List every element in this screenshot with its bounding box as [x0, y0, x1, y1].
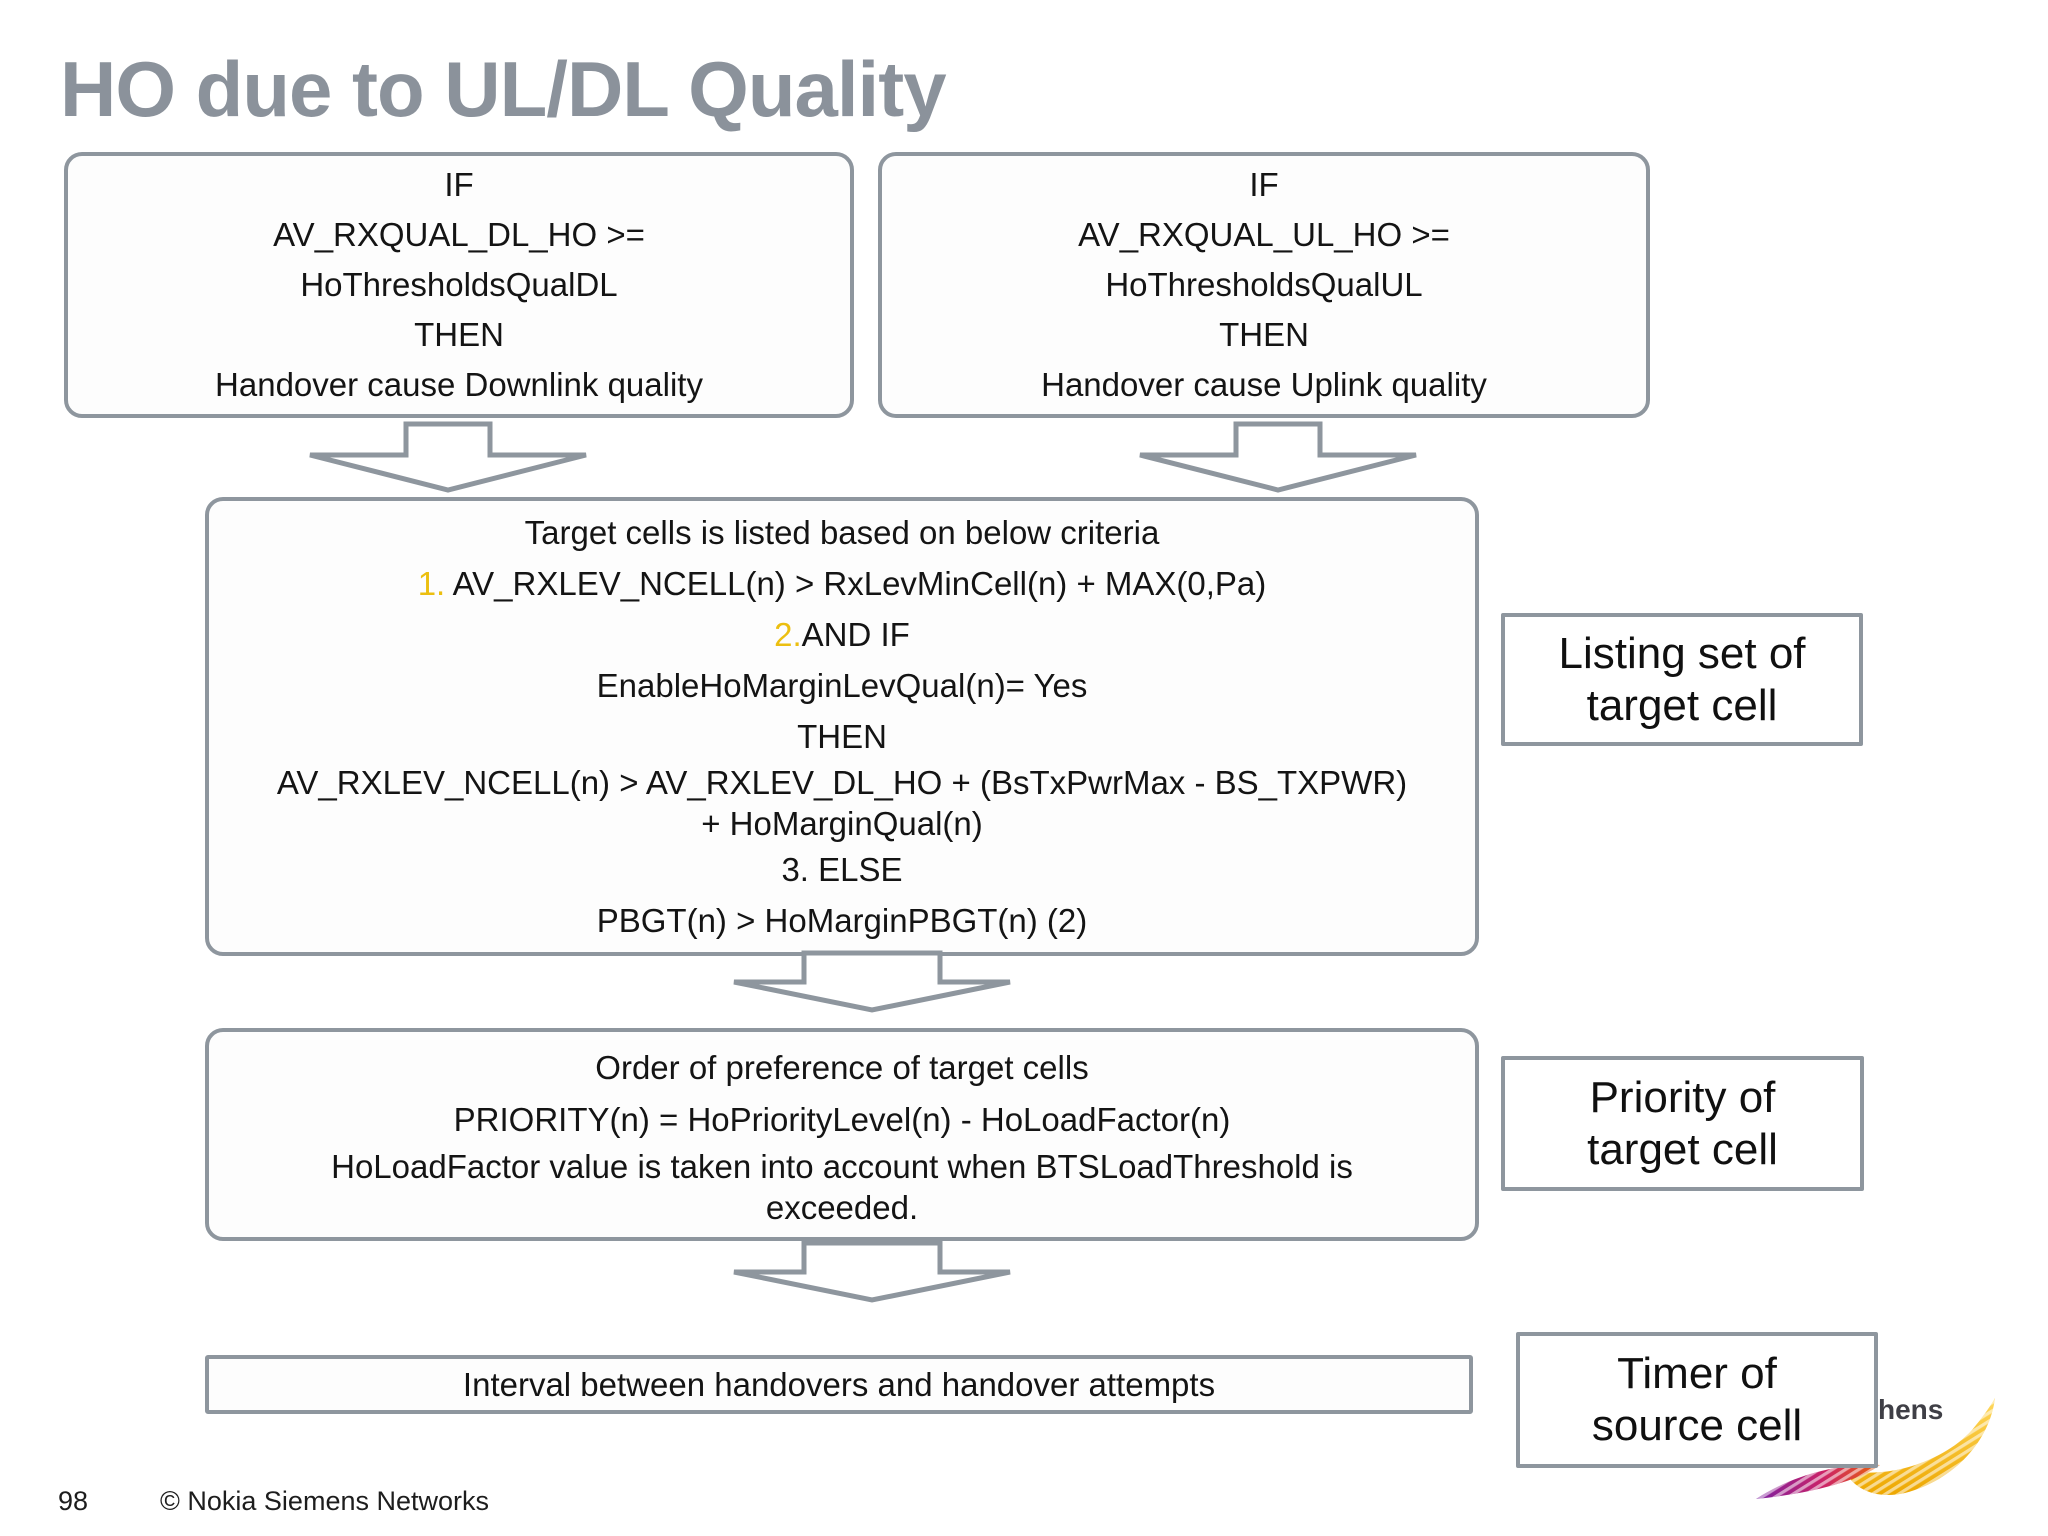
timer-label-box: Timer of source cell [1516, 1332, 1878, 1468]
ul-line: HoThresholdsQualUL [1105, 266, 1423, 303]
dl-condition-box: IF AV_RXQUAL_DL_HO >= HoThresholdsQualDL… [64, 152, 854, 418]
dl-line: AV_RXQUAL_DL_HO >= [273, 216, 645, 253]
down-arrow-icon [309, 421, 587, 493]
dl-line: IF [444, 166, 474, 203]
listing-header: Target cells is listed based on below cr… [524, 514, 1160, 551]
listing-item-1: 1. AV_RXLEV_NCELL(n) > RxLevMinCell(n) +… [417, 565, 1267, 602]
item-number: 2. [774, 616, 802, 653]
listing-condition: EnableHoMarginLevQual(n)= Yes [596, 667, 1088, 704]
priority-formula: PRIORITY(n) = HoPriorityLevel(n) - HoLoa… [453, 1100, 1231, 1138]
interval-text: Interval between handovers and handover … [462, 1365, 1216, 1403]
priority-label-box: Priority of target cell [1501, 1056, 1864, 1191]
listing-formula: AV_RXLEV_NCELL(n) > AV_RXLEV_DL_HO + (Bs… [276, 764, 1408, 842]
down-arrow-icon [1139, 421, 1417, 493]
ul-line: Handover cause Uplink quality [1041, 366, 1487, 403]
priority-box: Order of preference of target cells PRIO… [205, 1028, 1479, 1241]
interval-box: Interval between handovers and handover … [205, 1355, 1473, 1414]
priority-note: HoLoadFactor value is taken into account… [331, 1147, 1353, 1226]
copyright: © Nokia Siemens Networks [160, 1486, 489, 1516]
down-arrow-icon [733, 950, 1011, 1013]
nsn-logo-swoosh [1756, 1398, 1995, 1499]
listing-item-2: 2.AND IF [774, 616, 910, 653]
page-number: 98 [58, 1486, 89, 1516]
ul-line: AV_RXQUAL_UL_HO >= [1078, 216, 1450, 253]
dl-line: Handover cause Downlink quality [215, 366, 703, 403]
dl-line: HoThresholdsQualDL [300, 266, 618, 303]
ul-line: THEN [1219, 316, 1309, 353]
item-number: 1. [417, 565, 446, 602]
dl-line: THEN [414, 316, 504, 353]
ul-line: IF [1249, 166, 1279, 203]
down-arrow-icon [733, 1240, 1011, 1303]
listing-item-3: 3. ELSE [781, 851, 903, 888]
listing-else-rule: PBGT(n) > HoMarginPBGT(n) (2) [596, 902, 1088, 939]
nsn-logo-text-fragment: hens [1878, 1394, 1944, 1425]
ul-condition-box: IF AV_RXQUAL_UL_HO >= HoThresholdsQualUL… [878, 152, 1650, 418]
page-title: HO due to UL/DL Quality [60, 45, 947, 133]
priority-header: Order of preference of target cells [595, 1048, 1089, 1086]
listing-then: THEN [797, 718, 887, 755]
listing-label-box: Listing set of target cell [1501, 613, 1863, 746]
listing-criteria-box: Target cells is listed based on below cr… [205, 497, 1479, 956]
